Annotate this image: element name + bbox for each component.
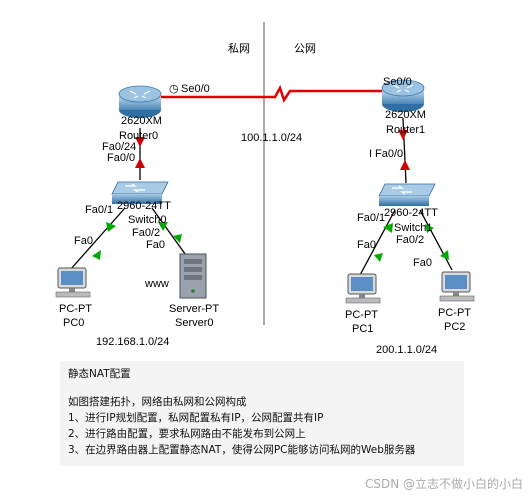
notes-intro: 如图搭建拓扑，网络由私网和公网构成 [68,396,247,408]
router1-fa-port: I [369,148,372,160]
switch1-icon[interactable] [378,183,436,206]
router0-fa-port: Fa0/24 [102,141,136,153]
link-up-marker [92,250,101,260]
network-topology: 私网 公网 2620XM Router0 ◷ Se0/0 Se0/0 2620X… [55,22,475,356]
task-notes: 静态NAT配置 如图搭建拓扑，网络由私网和公网构成 1、进行IP规划配置，私网配… [60,361,464,466]
clock-icon: ◷ [169,83,179,95]
server0-icon[interactable] [179,253,207,299]
router1-fa-port-label: Fa0/0 [375,148,403,160]
switch1-fa2-port: Fa0/2 [396,234,424,246]
notes-step: 3、在边界路由器上配置静态NAT，使得公网PC能够访问私网的Web服务器 [68,444,416,456]
switch1-model: 2960-24TT [384,207,438,219]
link-down-marker [135,158,145,168]
notes-step: 1、进行IP规划配置，私网配置私有IP，公网配置共有IP [68,412,324,424]
switch0-name: Switch0 [128,214,167,226]
router0-icon[interactable] [118,85,162,118]
link-up-marker [374,253,383,262]
router1-model: 2620XM [385,109,426,121]
link-sw0-server0[interactable] [151,207,189,259]
router1-name: Router1 [386,124,425,136]
link-up-marker [425,224,434,233]
link-up-marker [383,223,393,233]
server0-type: Server-PT [169,303,219,315]
link-down-marker [398,130,408,140]
link-up-marker [440,250,449,260]
server0-port: Fa0 [146,239,165,251]
link-down-marker [400,160,410,170]
notes-title: 静态NAT配置 [68,368,131,380]
server-www-label: www [144,278,169,290]
pc1-name: PC1 [352,323,373,335]
pc2-port: Fa0 [413,257,432,269]
link-sw1-pc2[interactable] [419,209,453,271]
router1-serial-port: Se0/0 [383,76,412,88]
router0-serial-port: Se0/0 [181,83,210,95]
pc0-name: PC0 [63,317,84,329]
wan-network-label: 100.1.1.0/24 [241,132,302,144]
switch1-name: Switch1 [394,222,433,234]
link-r1-sw1[interactable] [402,117,407,184]
router1-icon[interactable] [381,79,425,112]
pc0-type: PC-PT [59,303,92,315]
private-lan-label: 192.168.1.0/24 [96,336,169,348]
server0-name: Server0 [175,317,214,329]
link-up-marker [158,222,168,231]
pc1-icon[interactable] [345,273,381,304]
link-up-marker [173,234,182,243]
switch0-fa2-port: Fa0/2 [132,227,160,239]
serial-link[interactable] [160,84,382,103]
link-sw0-pc0[interactable] [69,207,126,271]
switch1-fa1-port: Fa0/1 [357,212,385,224]
pc1-port: Fa0 [357,239,376,251]
router0-name: Router0 [119,130,158,142]
private-zone-label: 私网 [228,42,250,55]
pc0-port: Fa0 [74,235,93,247]
pc2-name: PC2 [444,321,465,333]
pc0-icon[interactable] [55,267,91,298]
link-up-marker [106,222,116,232]
notes-step: 2、进行路由配置，要求私网路由不能发布到公网上 [68,428,306,440]
link-down-marker [135,137,145,147]
pc1-type: PC-PT [345,309,378,321]
switch0-fa1-port: Fa0/1 [85,204,113,216]
csdn-watermark: CSDN @立志不做小白的小白 [364,477,523,491]
router0-model: 2620XM [121,115,162,127]
switch0-icon[interactable] [111,181,169,204]
link-sw1-pc1[interactable] [359,209,396,276]
pc2-icon[interactable] [439,271,475,302]
switch0-uplink-port: Fa0/0 [107,152,135,164]
public-zone-label: 公网 [294,42,316,55]
pc2-type: PC-PT [438,307,471,319]
switch0-model: 2960-24TT [117,200,171,212]
public-lan-label: 200.1.1.0/24 [376,344,437,356]
